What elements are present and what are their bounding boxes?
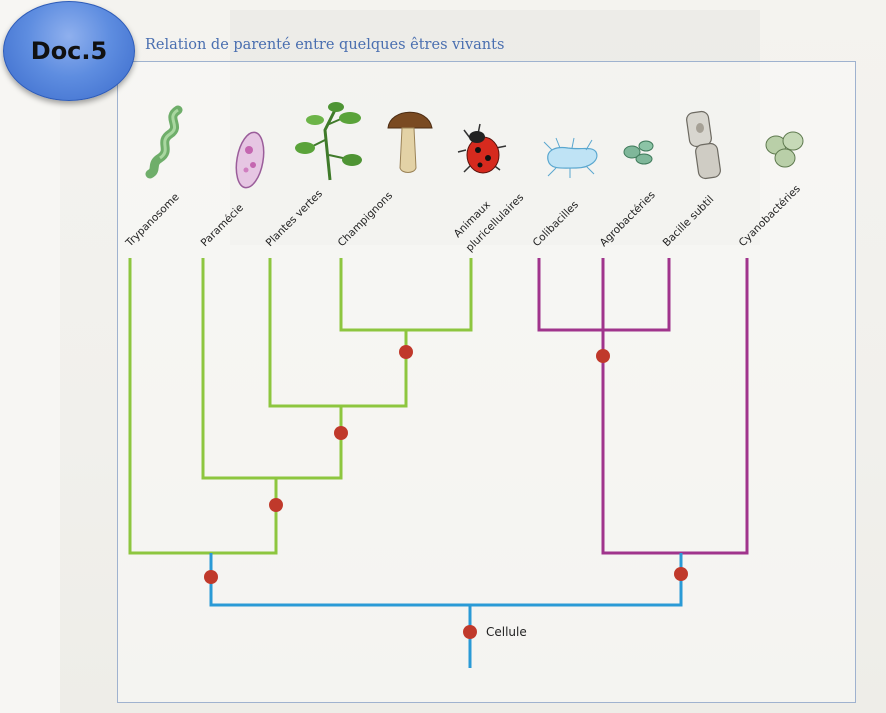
branch-champignons-animaux [341, 258, 471, 330]
root-bridge [211, 553, 681, 605]
node-prokaryotes [674, 567, 688, 581]
label-champignons: Champignons [336, 190, 395, 249]
ladybug-icon [458, 124, 506, 173]
label-trypanosome: Trypanosome [123, 191, 182, 250]
mushroom-icon [388, 112, 432, 172]
label-bacille-subtil: Bacille subtil [661, 193, 717, 249]
paramecium-icon [232, 130, 267, 190]
colibacillus-icon [544, 138, 597, 178]
node-champignons-animaux [399, 345, 413, 359]
green-plant-icon [295, 102, 362, 180]
agrobacterium-icon [624, 141, 653, 164]
cyanobacteria-icon [766, 132, 803, 167]
branch-paramecie [203, 258, 341, 478]
label-cellule: Cellule [486, 625, 527, 639]
node-paramecie-group [269, 498, 283, 512]
branch-plantes-vertes [270, 258, 406, 406]
label-colibacilles: Colibacilles [531, 199, 581, 249]
label-paramecie: Paramécie [199, 202, 246, 249]
eukaryote-branches [130, 258, 471, 553]
label-plantes-vertes: Plantes vertes [264, 188, 325, 249]
trypanosome-icon [150, 110, 178, 174]
node-cellule [463, 625, 477, 639]
prokaryote-branches [539, 258, 747, 553]
root-branches [211, 553, 681, 668]
label-cyanobacteries: Cyanobactéries [737, 183, 803, 249]
label-agrobacteries: Agrobactéries [598, 189, 658, 249]
node-eukaryotes [204, 570, 218, 584]
branch-cyanobacteries [603, 258, 747, 553]
bacillus-icon [686, 111, 722, 180]
node-plantes-fungi-animals [334, 426, 348, 440]
node-bacteria [596, 349, 610, 363]
